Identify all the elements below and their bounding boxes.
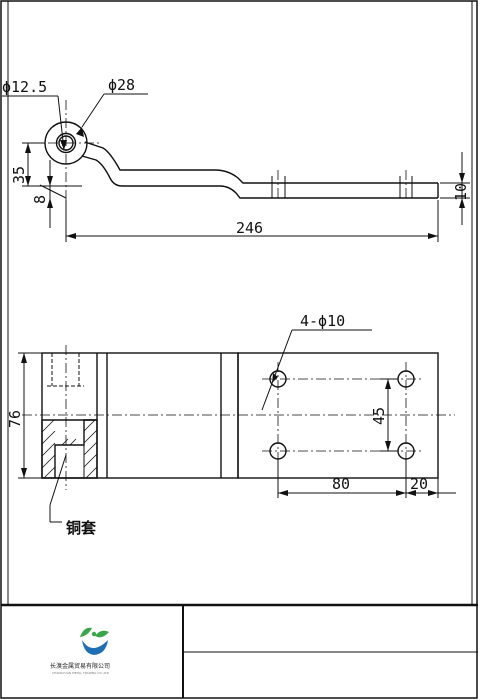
dim-hole-spacing-v: 45 bbox=[370, 407, 388, 425]
dim-bore-dia: ϕ12.5 bbox=[2, 78, 47, 96]
barrel-body bbox=[41, 352, 239, 479]
dim-outer-dia: ϕ28 bbox=[108, 76, 135, 94]
dim-hole-spacing-h: 80 bbox=[332, 475, 350, 493]
dim-holes: 4-ϕ10 bbox=[300, 312, 345, 330]
company-logo-icon bbox=[80, 627, 109, 655]
dim-edge-distance: 20 bbox=[410, 475, 428, 493]
label-bushing: 铜套 bbox=[66, 519, 97, 537]
strap-upper-edge bbox=[84, 141, 438, 184]
top-view-dimensions bbox=[2, 93, 470, 242]
bottom-view-arrowheads bbox=[21, 353, 438, 496]
top-view bbox=[44, 121, 439, 199]
dim-height-35: 35 bbox=[10, 166, 28, 184]
section-hatch bbox=[41, 419, 98, 479]
company-name-en: CHANGYUAN METAL TRADING CO.,LTD bbox=[52, 671, 110, 675]
dim-width: 76 bbox=[6, 410, 24, 428]
strap-plate bbox=[237, 352, 439, 479]
dim-length: 246 bbox=[236, 219, 263, 237]
bushing-section bbox=[41, 419, 98, 479]
bottom-view-dimensions bbox=[18, 329, 456, 523]
dim-thickness: 10 bbox=[452, 183, 470, 201]
bottom-view-centerlines bbox=[22, 345, 455, 490]
top-view-arrowheads bbox=[25, 127, 465, 239]
strap-lower-edge bbox=[81, 155, 438, 199]
dim-offset-8: 8 bbox=[31, 195, 49, 204]
bottom-view bbox=[41, 352, 439, 479]
company-name-cn: 长溴金属贸易有限公司 bbox=[50, 662, 110, 670]
